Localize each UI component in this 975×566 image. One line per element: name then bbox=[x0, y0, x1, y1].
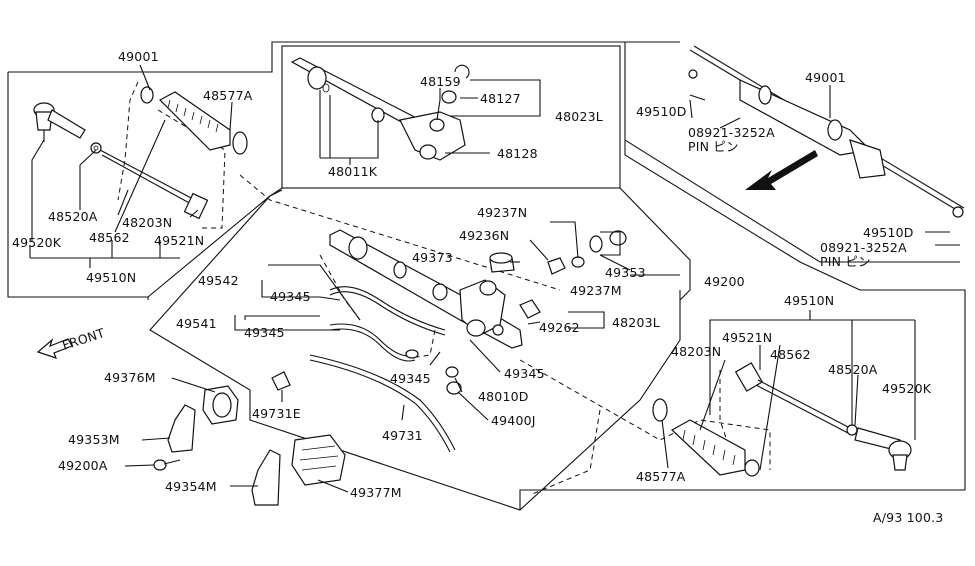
front-arrow-icon bbox=[36, 338, 73, 359]
label-49520k-right: 49520K bbox=[882, 381, 932, 396]
label-49345-d: 49345 bbox=[504, 366, 545, 381]
label-49377m: 49377M bbox=[350, 485, 402, 500]
diagram-code: A/93 100.3 bbox=[873, 510, 943, 525]
label-49541: 49541 bbox=[176, 316, 217, 331]
label-49345-c: 49345 bbox=[390, 371, 431, 386]
label-49354m: 49354M bbox=[165, 479, 217, 494]
label-49345-b: 49345 bbox=[244, 325, 285, 340]
bolt-icon bbox=[153, 459, 181, 471]
left-boot bbox=[140, 86, 248, 155]
label-48127: 48127 bbox=[480, 91, 521, 106]
label-48203n-right: 48203N bbox=[671, 344, 721, 359]
label-48159: 48159 bbox=[420, 74, 461, 89]
rack-assembly bbox=[309, 229, 627, 453]
label-49510d-top: 49510D bbox=[636, 104, 687, 119]
frame-lines bbox=[7, 41, 966, 511]
label-49237n: 49237N bbox=[477, 205, 527, 220]
label-08921-bottom: 08921-3252A bbox=[820, 240, 907, 255]
label-49200: 49200 bbox=[704, 274, 745, 289]
label-49731: 49731 bbox=[382, 428, 423, 443]
callout-labels: 49001 48577A 48520A 48203N 48562 49520K … bbox=[12, 49, 943, 525]
label-49510d-bottom: 49510D bbox=[863, 225, 914, 240]
label-08921-top: 08921-3252A bbox=[688, 125, 775, 140]
label-48203n: 48203N bbox=[122, 215, 172, 230]
label-48011k: 48011K bbox=[328, 164, 378, 179]
label-49001-overview: 49001 bbox=[805, 70, 846, 85]
label-49510n-right: 49510N bbox=[784, 293, 834, 308]
label-49521n: 49521N bbox=[154, 233, 204, 248]
label-pin-bottom: PIN ピン bbox=[820, 254, 871, 269]
label-49731e: 49731E bbox=[252, 406, 301, 421]
left-tie-rod-group bbox=[33, 86, 248, 220]
label-48023l: 48023L bbox=[555, 109, 603, 124]
label-49262: 49262 bbox=[539, 320, 580, 335]
label-49353: 49353 bbox=[605, 265, 646, 280]
label-49400j: 49400J bbox=[491, 413, 536, 428]
label-48520a: 48520A bbox=[48, 209, 98, 224]
label-49510n: 49510N bbox=[86, 270, 136, 285]
left-inner-tie-rod bbox=[99, 149, 209, 220]
label-pin-top: PIN ピン bbox=[688, 139, 739, 154]
right-tie-rod-group bbox=[652, 362, 912, 477]
label-48203l: 48203L bbox=[612, 315, 660, 330]
label-48577a-bottom: 48577A bbox=[636, 469, 686, 484]
label-48520a-right: 48520A bbox=[828, 362, 878, 377]
label-49353m: 49353M bbox=[68, 432, 120, 447]
left-tie-rod-end bbox=[33, 102, 86, 142]
left-jam-nut bbox=[90, 142, 102, 154]
label-49200a: 49200A bbox=[58, 458, 108, 473]
label-49373: 49373 bbox=[412, 250, 453, 265]
label-49520k: 49520K bbox=[12, 235, 62, 250]
label-49345-a: 49345 bbox=[270, 289, 311, 304]
label-49376m: 49376M bbox=[104, 370, 156, 385]
assembly-overview bbox=[688, 45, 965, 218]
label-48562: 48562 bbox=[89, 230, 130, 245]
label-48010d: 48010D bbox=[478, 389, 529, 404]
label-49236n: 49236N bbox=[459, 228, 509, 243]
label-48128: 48128 bbox=[497, 146, 538, 161]
direction-arrow-icon bbox=[745, 150, 818, 190]
label-49542: 49542 bbox=[198, 273, 239, 288]
label-49237m: 49237M bbox=[570, 283, 622, 298]
label-49001: 49001 bbox=[118, 49, 159, 64]
label-48562-right: 48562 bbox=[770, 347, 811, 362]
label-48577a: 48577A bbox=[203, 88, 253, 103]
mount-parts bbox=[153, 371, 346, 506]
label-49521n-right: 49521N bbox=[722, 330, 772, 345]
leader-lines bbox=[29, 64, 960, 493]
rack-housing-detail bbox=[290, 57, 470, 161]
label-front: FRONT bbox=[60, 325, 106, 353]
